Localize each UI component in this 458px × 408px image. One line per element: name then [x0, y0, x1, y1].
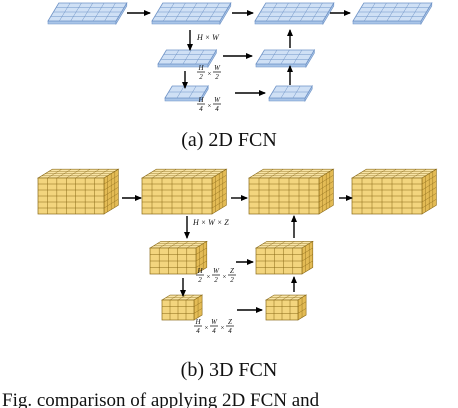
svg-text:2: 2: [215, 73, 219, 81]
svg-text:4: 4: [212, 327, 216, 335]
svg-text:W: W: [213, 267, 220, 275]
svg-text:×: ×: [222, 273, 227, 281]
volume-3d-quarter-up: [264, 294, 308, 321]
volume-3d-input: [36, 168, 120, 215]
svg-text:×: ×: [207, 70, 212, 78]
svg-text:W: W: [214, 64, 221, 72]
svg-text:H: H: [197, 64, 204, 72]
figure-caption-fragment: Fig. comparison of applying 2D FCN and: [2, 390, 320, 408]
volume-3d-half-up: [254, 240, 314, 275]
dim-label-2d-quarter: H 4 × W 4: [197, 96, 221, 113]
dim-label-3d-quarter: H 4 × W 4 × Z 4: [194, 318, 234, 335]
volume-3d-output: [350, 168, 438, 215]
svg-text:4: 4: [199, 105, 203, 113]
svg-text:2: 2: [214, 276, 218, 284]
volume-3d-quarter-down: [160, 294, 204, 321]
dim-label-3d-full: H × W × Z: [192, 218, 229, 227]
feature-map-2d-quarter-up: [268, 84, 313, 103]
caption-2d-fcn: (a) 2D FCN: [181, 129, 277, 151]
panel-2d-fcn: H × W H 2 × W 2 H 4 × W 4 (a) 2D FCN: [47, 1, 433, 151]
svg-text:W: W: [214, 96, 221, 104]
volume-3d-encoder: [140, 168, 228, 215]
svg-text:W: W: [211, 318, 218, 326]
volume-3d-decoder: [247, 168, 335, 215]
svg-text:H: H: [194, 318, 201, 326]
feature-map-2d-half-down: [157, 48, 218, 69]
feature-map-2d-input: [47, 1, 128, 26]
volume-3d-half-down: [148, 240, 208, 275]
dim-label-2d-full: H × W: [196, 33, 220, 42]
panel-3d-fcn: H × W × Z H 2 × W 2 × Z 2 H 4 × W 4 × Z …: [36, 168, 438, 381]
feature-map-2d-output: [352, 1, 433, 26]
svg-text:×: ×: [220, 324, 225, 332]
svg-text:H: H: [197, 96, 204, 104]
caption-3d-fcn: (b) 3D FCN: [181, 359, 278, 381]
svg-text:×: ×: [207, 102, 212, 110]
svg-text:2: 2: [230, 276, 234, 284]
svg-text:Z: Z: [228, 318, 232, 326]
feature-map-2d-decoder: [254, 1, 335, 26]
svg-text:4: 4: [228, 327, 232, 335]
svg-text:4: 4: [215, 105, 219, 113]
svg-text:×: ×: [204, 324, 209, 332]
svg-text:2: 2: [199, 73, 203, 81]
feature-map-2d-quarter-down: [164, 84, 209, 103]
svg-text:H: H: [196, 267, 203, 275]
svg-text:4: 4: [196, 327, 200, 335]
svg-text:Z: Z: [230, 267, 234, 275]
feature-map-2d-half-up: [255, 48, 316, 69]
dim-label-2d-half: H 2 × W 2: [197, 64, 221, 81]
svg-text:×: ×: [206, 273, 211, 281]
svg-text:2: 2: [198, 276, 202, 284]
feature-map-2d-encoder: [151, 1, 232, 26]
dim-label-3d-half: H 2 × W 2 × Z 2: [196, 267, 236, 284]
